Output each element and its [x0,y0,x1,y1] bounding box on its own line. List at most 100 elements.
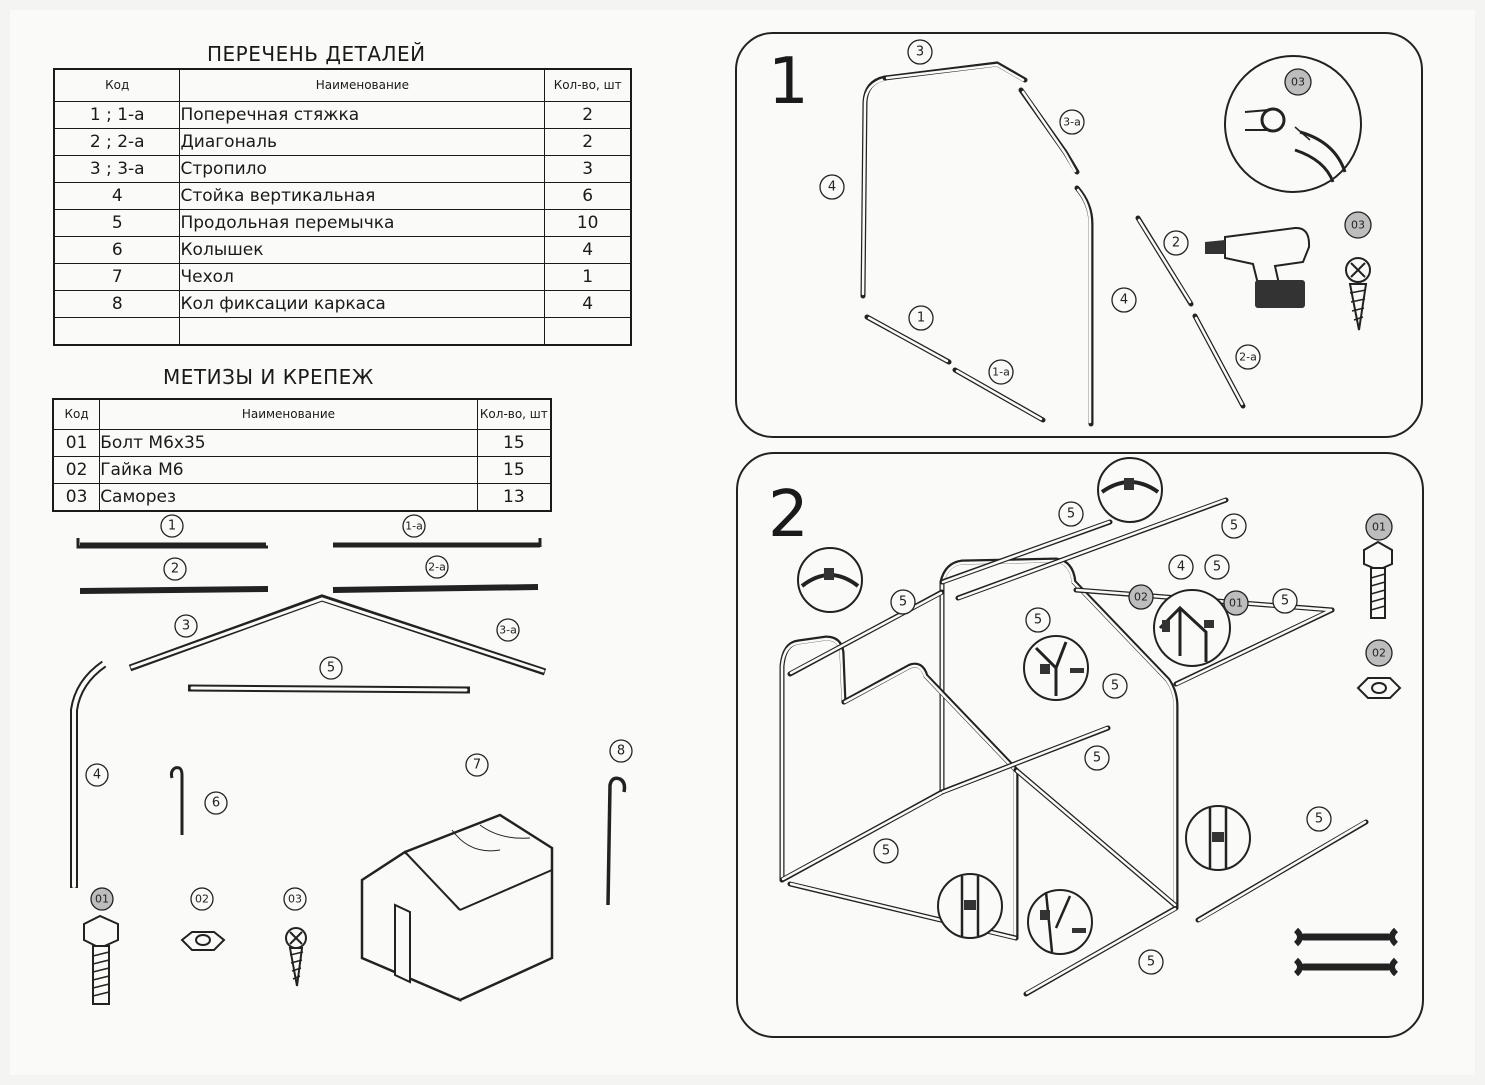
cell-code: 5 [53,208,181,237]
step2-label-5-i: 5 [1306,806,1332,832]
step1-label-03-screw: 03 [1344,211,1372,239]
step2-label-5-f: 5 [1102,673,1128,699]
cell-name: Гайка М6 [99,455,478,484]
cell-qty: 13 [476,482,552,511]
svg-text:1-а: 1-а [992,366,1010,379]
svg-text:5: 5 [327,661,335,676]
parts-illustration: 1 1-а 2 2-а 3 3-а 4 5 6 7 8 01 02 03 [70,514,633,1005]
step-2-panel [736,452,1424,1038]
part-8-drawing [606,776,627,906]
cell-name: Кол фиксации каркаса [179,289,546,318]
step2-label-5-d: 5 [1025,607,1051,633]
step2-label-5-j: 5 [1138,949,1164,975]
cell-code: 6 [53,235,181,264]
svg-text:02: 02 [195,893,209,906]
svg-text:5: 5 [1213,560,1221,575]
svg-text:03: 03 [1291,76,1305,89]
svg-text:5: 5 [1230,519,1238,534]
step2-label-5-a: 5 [1058,501,1084,527]
svg-text:3-а: 3-а [1063,116,1081,129]
part-2-drawing [79,586,269,594]
step1-label-03-detail: 03 [1284,68,1312,96]
svg-text:2: 2 [1172,236,1180,251]
svg-text:3-а: 3-а [499,624,517,637]
svg-text:1-а: 1-а [405,520,423,533]
step2-detail-right-post [1185,805,1251,871]
step2-label-01: 01 [1223,590,1249,616]
cell-qty: 2 [544,127,632,156]
step2-label-5-b: 5 [1221,513,1247,539]
part-6-drawing [169,766,184,835]
label-part-2a: 2-а [425,555,449,579]
svg-text:5: 5 [1111,679,1119,694]
step1-label-2: 2 [1163,230,1189,256]
cell-name: Диагональ [179,127,546,156]
step1-screw-detail [1345,257,1371,331]
part-1a-drawing [333,538,542,548]
bolt-01-drawing [83,914,119,1005]
cell-empty [179,316,546,345]
hardware-title: МЕТИЗЫ И КРЕПЕЖ [163,365,374,389]
step1-label-3a: 3-а [1059,109,1085,135]
cell-code: 03 [52,482,101,511]
parts-header-name: Наименование [179,68,546,102]
step2-side-label-01: 01 [1365,513,1393,541]
svg-text:4: 4 [828,180,836,195]
label-part-3: 3 [174,614,198,638]
parts-list-title: ПЕРЕЧЕНЬ ДЕТАЛЕЙ [207,42,426,66]
label-part-4: 4 [85,763,109,787]
step2-label-02: 02 [1128,584,1154,610]
step-1-number: 1 [768,45,809,119]
step2-detail-left [797,547,863,613]
part-7-tent-cover [360,813,554,1002]
step2-label-5-g: 5 [1084,745,1110,771]
step-1-illustration: 3 3-а 4 4 1 1-а 2 2-а 03 03 [819,39,1372,427]
cell-code: 8 [53,289,181,318]
svg-text:3: 3 [182,619,190,634]
part-2a-drawing [332,584,539,593]
step1-label-1: 1 [908,305,934,331]
step-2-illustration: 5 5 5 5 5 5 5 5 5 5 5 4 02 01 01 02 [779,457,1402,997]
step2-detail-mid [1023,635,1089,701]
step1-label-3: 3 [907,39,933,65]
svg-text:5: 5 [1147,955,1155,970]
svg-text:2-а: 2-а [1239,351,1257,364]
hardware-header-name: Наименование [99,398,478,430]
svg-text:8: 8 [617,744,625,759]
cell-name: Саморез [99,482,478,511]
svg-text:4: 4 [1120,293,1128,308]
step1-label-2a: 2-а [1235,344,1261,370]
cell-code: 3 ; 3-а [53,154,181,183]
step2-side-bolt [1363,540,1393,619]
cell-name: Поперечная стяжка [179,100,546,129]
svg-text:5: 5 [899,595,907,610]
step2-detail-bottom-2 [1027,889,1093,955]
label-hardware-01: 01 [90,887,114,911]
svg-text:01: 01 [95,893,109,906]
svg-text:5: 5 [1281,594,1289,609]
wrench-icon [1293,927,1399,977]
svg-text:02: 02 [1372,647,1386,660]
label-part-1a: 1-а [402,514,426,538]
svg-text:4: 4 [93,768,101,783]
cell-empty [53,316,181,345]
svg-text:3: 3 [916,45,924,60]
step2-detail-bottom-1 [937,873,1003,939]
svg-text:1: 1 [168,519,176,534]
svg-text:4: 4 [1177,560,1185,575]
svg-text:5: 5 [882,844,890,859]
cell-name: Чехол [179,262,546,291]
cell-empty [544,316,632,345]
cell-qty: 10 [544,208,632,237]
step1-label-4-right: 4 [1111,287,1137,313]
step2-middle-arch [939,557,1179,909]
step2-label-5-c: 5 [890,589,916,615]
cell-qty: 4 [544,289,632,318]
